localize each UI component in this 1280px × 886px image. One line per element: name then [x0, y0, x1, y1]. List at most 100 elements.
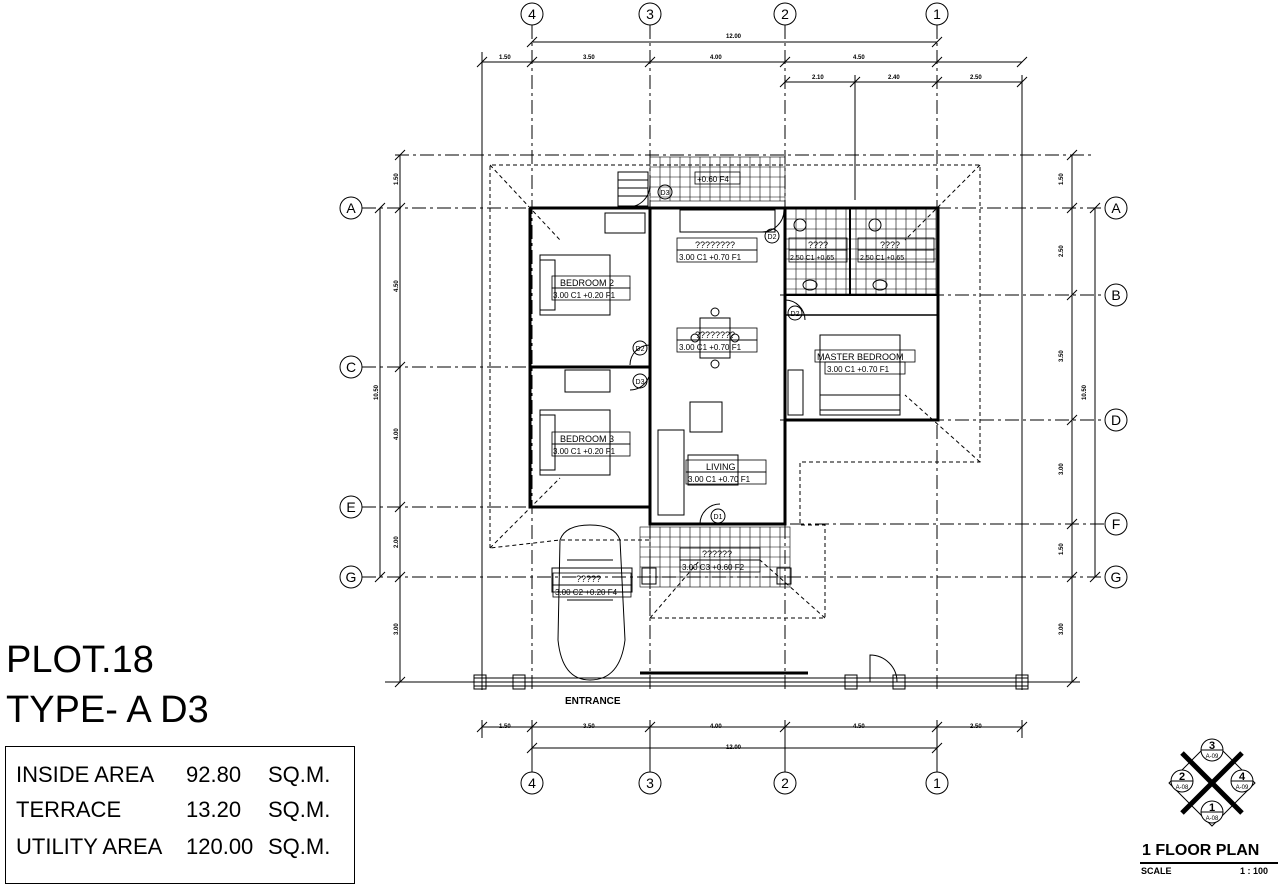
dim-top-sub-1: 2.10: [812, 75, 824, 81]
wardrobe-master: [787, 369, 804, 416]
room-name-bedroom-2: BEDROOM 2: [560, 278, 614, 288]
door-tag-labels: D3 D2 D3 D2 D1 D2: [636, 190, 800, 521]
grid-label-bottom-2: 2: [781, 775, 789, 791]
dim-bottom-seg-3: 4.00: [710, 724, 722, 730]
bottom-dimensions: [476, 721, 1028, 754]
grid-label-right-b: B: [1111, 287, 1120, 303]
area-value: 92.80: [186, 762, 242, 787]
scale-value: 1 : 100: [1240, 866, 1269, 876]
dim-left-seg-1: 1.50: [394, 173, 400, 185]
grid-label-right-f: F: [1112, 516, 1121, 532]
door-tag-1: D3: [661, 190, 670, 197]
room-spec-bath-1: 2.50 C1 +0.65: [790, 255, 834, 262]
dim-right-seg-2: 2.50: [1059, 245, 1065, 257]
dim-top-seg-3: 4.00: [710, 55, 722, 61]
dim-top-seg-4: 4.50: [853, 55, 865, 61]
entrance-label: ENTRANCE: [565, 696, 621, 707]
dim-bottom-seg-4: 4.50: [853, 724, 865, 730]
area-value: 120.00: [186, 834, 254, 859]
type-title: TYPE- A D3: [6, 689, 209, 731]
plot-title: PLOT.18: [6, 639, 154, 681]
coffee-table: [687, 454, 739, 486]
grid-label-top-2: 2: [781, 6, 789, 22]
door-swings: [627, 184, 806, 525]
door-tag-3: D3: [636, 379, 645, 386]
area-summary-box: INSIDE AREA 92.80 SQ.M. TERRACE 13.20 SQ…: [5, 746, 355, 884]
room-spec-master-bedroom: 3.00 C1 +0.70 F1: [827, 365, 890, 374]
dim-bottom-seg-5: 2.50: [970, 724, 982, 730]
grid-bubble-right-a: [1104, 196, 1128, 220]
service-area-label: +0.60 F4: [697, 175, 729, 184]
room-spec-terrace: 3.00 C3 +0.60 F2: [682, 563, 745, 572]
grid-label-bottom-3: 3: [646, 775, 654, 791]
door-tags: [632, 184, 803, 524]
dim-right-seg-3: 3.50: [1059, 350, 1065, 362]
plan-title: 1 FLOOR PLAN: [1142, 842, 1260, 859]
room-spec-bedroom-2: 3.00 C1 +0.20 F1: [553, 291, 616, 300]
dim-left-seg-5: 3.00: [394, 623, 400, 635]
room-name-living: LIVING: [706, 462, 736, 472]
area-label: INSIDE AREA: [16, 762, 155, 787]
grid-bubble-right-f: [1104, 512, 1128, 536]
section-marker-sheets: A-09 A-08 A-08 A-09: [1176, 754, 1249, 822]
tiled-areas: [639, 156, 937, 588]
area-label: TERRACE: [16, 797, 122, 822]
grid-label-left-g: G: [346, 569, 357, 585]
door-tag-2: D2: [636, 346, 645, 353]
grid-label-top-1: 1: [933, 6, 941, 22]
section-marker-n4: 4: [1239, 771, 1246, 783]
dining-table: [699, 317, 731, 359]
room-spec-living: 3.00 C1 +0.70 F1: [688, 475, 751, 484]
furniture: [473, 171, 1029, 690]
grid-label-left-e: E: [346, 499, 355, 515]
top-dimensions: [476, 36, 1028, 88]
dim-top-seg-5: 2.50: [970, 75, 982, 81]
section-marker: [1168, 738, 1256, 827]
area-unit: SQ.M.: [268, 834, 331, 859]
area-unit: SQ.M.: [268, 762, 331, 787]
room-name-bath-2: ????: [880, 240, 900, 250]
gate-swing: [869, 654, 898, 683]
dim-bottom-overall: 12.00: [726, 745, 742, 751]
car-icon: [557, 524, 626, 681]
toilet: [802, 279, 818, 291]
section-marker-n2: 2: [1179, 771, 1185, 783]
grid-label-right-g: G: [1111, 569, 1122, 585]
grid-label-right-a: A: [1111, 200, 1121, 216]
area-label: UTILITY AREA: [16, 834, 163, 859]
room-labels: BEDROOM 2 3.00 C1 +0.20 F1 BEDROOM 3 3.0…: [553, 175, 904, 597]
dim-top-seg-1: 1.50: [499, 55, 511, 61]
dim-bottom-seg-1: 1.50: [499, 724, 511, 730]
section-marker-sheet-top: A-09: [1206, 754, 1219, 760]
plan-title-underline: [1140, 862, 1278, 864]
sofa: [657, 429, 685, 516]
room-label-boxes: [551, 171, 935, 598]
dim-top-sub-2: 2.40: [888, 75, 900, 81]
dim-right-seg-1: 1.50: [1059, 173, 1065, 185]
grid-label-top-4: 4: [528, 6, 536, 22]
roof-outline: [489, 164, 981, 619]
dim-top-seg-2: 3.50: [583, 55, 595, 61]
grid-label-left-a: A: [346, 200, 356, 216]
dim-left-overall: 10.50: [374, 384, 380, 400]
dim-left-seg-4: 2.00: [394, 536, 400, 548]
section-marker-labels: 3 1 2 4: [1179, 740, 1246, 814]
room-spec-kitchen: 3.00 C1 +0.70 F1: [679, 253, 742, 262]
room-name-terrace: ??????: [702, 549, 732, 559]
section-marker-n3: 3: [1209, 740, 1215, 752]
dim-right-seg-5: 1.50: [1059, 543, 1065, 555]
room-name-kitchen: ????????: [695, 240, 735, 250]
kitchen-counter: [679, 209, 776, 233]
room-spec-bedroom-3: 3.00 C1 +0.20 F1: [553, 447, 616, 456]
area-value: 13.20: [186, 797, 242, 822]
room-name-bedroom-3: BEDROOM 3: [560, 434, 614, 444]
section-marker-sheet-bottom: A-08: [1206, 816, 1219, 822]
dim-left-seg-2: 4.50: [394, 280, 400, 292]
grid-bubble-labels: 4 3 2 1 4 3 2 1 A C E G A B D F G: [346, 6, 1122, 791]
room-spec-carport: 3.00 C2 +0.20 F4: [555, 588, 618, 597]
room-name-carport: ?????: [576, 574, 601, 584]
room-name-master-bedroom: MASTER BEDROOM: [817, 352, 904, 362]
bed-master-bedroom: [819, 334, 901, 416]
room-name-bath-1: ????: [808, 240, 828, 250]
